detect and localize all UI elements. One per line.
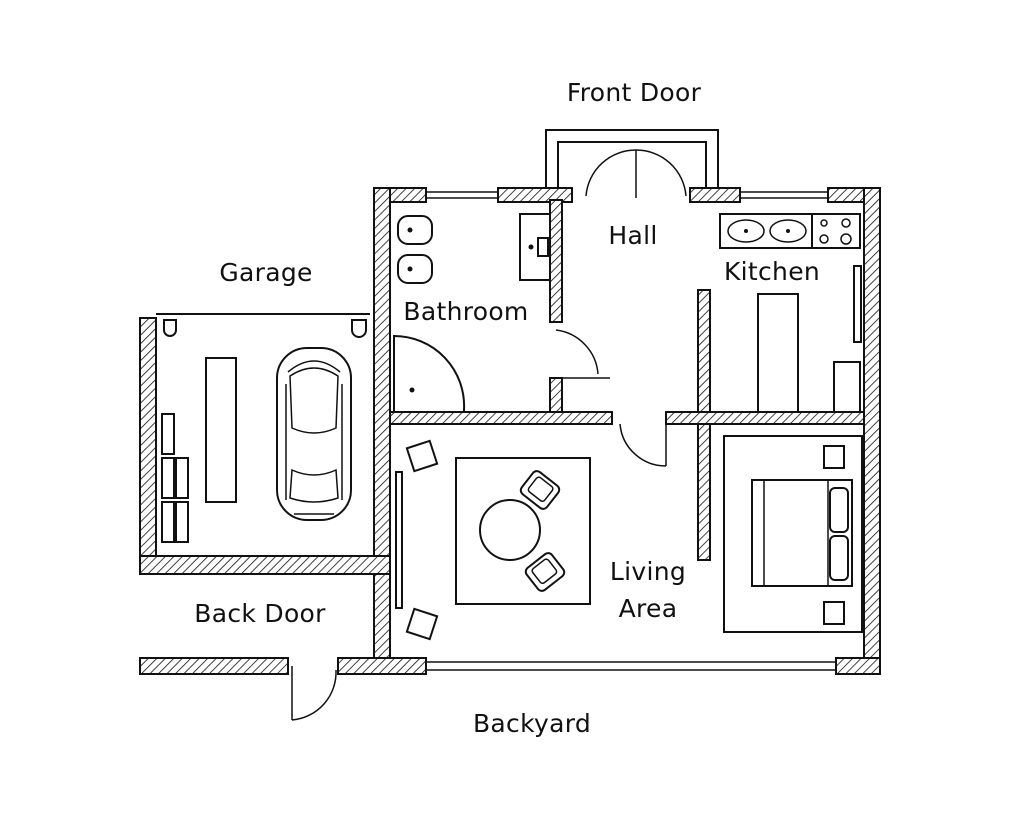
label-hall: Hall	[608, 221, 657, 250]
label-living: Living	[610, 557, 686, 586]
kitchen-sink	[719, 213, 813, 249]
label-area: Area	[619, 594, 678, 623]
stove	[811, 213, 861, 249]
room-labels: Front Door Hall Kitchen Garage Bathroom …	[194, 78, 820, 738]
round-table	[479, 499, 541, 561]
front-porch	[545, 129, 719, 188]
label-backyard: Backyard	[473, 709, 591, 738]
windows	[156, 191, 836, 671]
label-front-door: Front Door	[567, 78, 702, 107]
wall-bath-hall-lower	[549, 377, 563, 413]
label-garage: Garage	[219, 258, 312, 287]
kitchen-fixtures	[719, 213, 862, 413]
garage-fixtures	[161, 319, 367, 543]
wall-back-bottom	[139, 657, 289, 675]
label-kitchen: Kitchen	[724, 257, 820, 286]
label-back-door: Back Door	[194, 599, 326, 628]
label-bathroom: Bathroom	[403, 297, 528, 326]
shower	[393, 334, 466, 413]
car	[276, 347, 352, 521]
wall-bath-bottom	[389, 411, 613, 425]
wall-bottom-left	[337, 657, 427, 675]
wall-garage-bottom	[139, 555, 391, 575]
wall-house-right	[863, 187, 881, 675]
bathroom-fixtures	[393, 213, 551, 413]
armchair	[405, 607, 439, 641]
wall-house-left	[373, 187, 391, 675]
wall-garage-left	[139, 317, 157, 575]
wall-bath-hall-upper	[549, 199, 563, 323]
wall-kitchen-bottom	[665, 411, 865, 425]
walls	[139, 187, 881, 675]
wall-top-hall-right	[689, 187, 741, 203]
wall-bottom-right	[835, 657, 881, 675]
kitchen-island	[757, 293, 799, 413]
wall-top-bath	[497, 187, 573, 203]
armchair	[405, 439, 439, 473]
living-furniture	[395, 439, 591, 641]
doors	[291, 149, 687, 721]
bedroom-furniture	[723, 435, 863, 633]
